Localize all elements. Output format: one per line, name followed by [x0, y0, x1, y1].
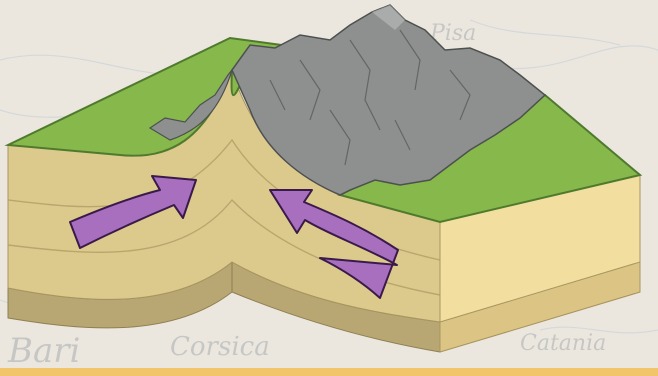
- crust-side-deep: [439, 261, 641, 353]
- map-label-corsica: Corsica: [170, 332, 270, 362]
- compression-arrow-left: [69, 175, 197, 249]
- map-label-bari: Bari: [7, 331, 80, 371]
- mountain-range: [148, 4, 547, 196]
- map-label-catania: Catania: [520, 331, 606, 356]
- bottom-band: [0, 368, 658, 376]
- compression-arrow-right: [269, 189, 399, 299]
